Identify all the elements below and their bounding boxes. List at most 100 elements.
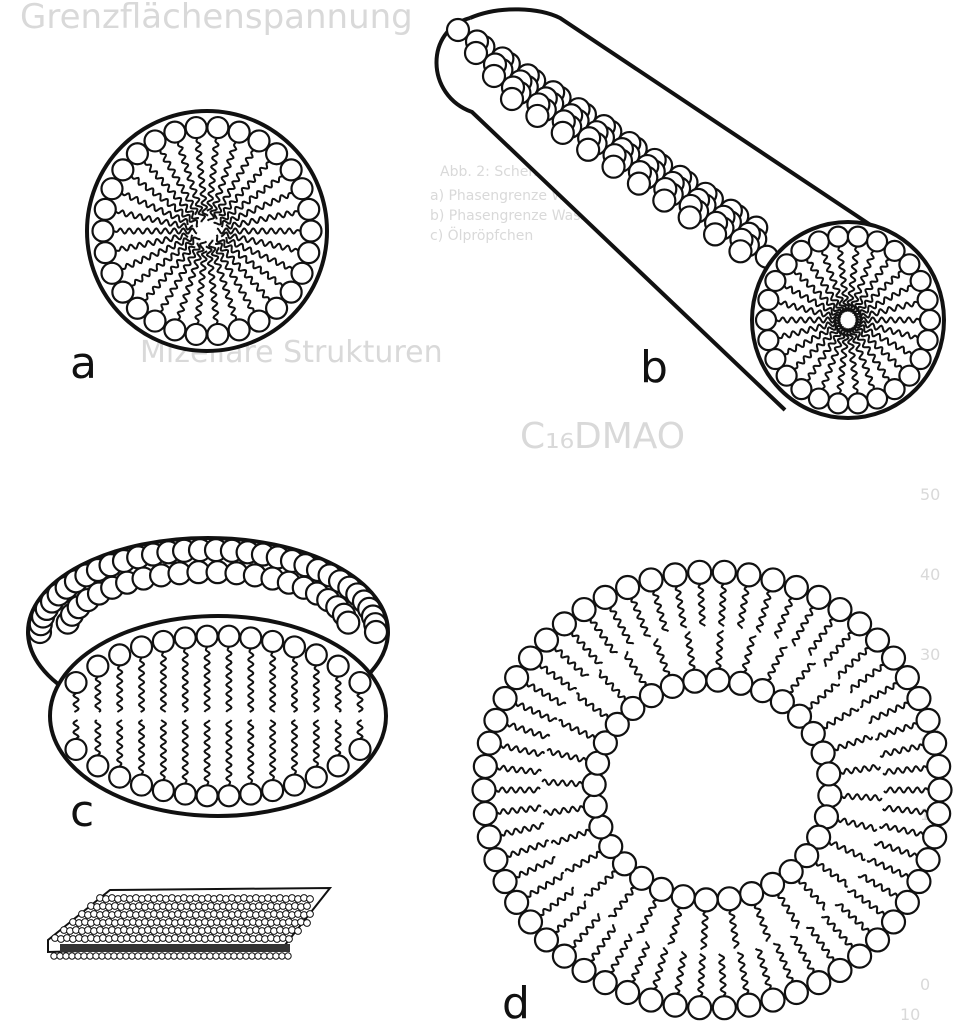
lamella-head	[135, 953, 141, 959]
vesicle-outer-surfactant-head	[616, 576, 639, 599]
lamella-head	[129, 953, 135, 959]
vesicle-outer-surfactant-head	[927, 755, 950, 778]
lamella-head	[307, 911, 314, 918]
vesicle-outer-surfactant-head	[664, 563, 687, 586]
vesicle-outer-surfactant-head	[929, 779, 952, 802]
vesicle-outer-surfactant-head	[807, 586, 830, 609]
lamella-head	[279, 953, 285, 959]
vesicle-inner-surfactant-head	[761, 873, 784, 896]
vesicle-inner-surfactant-head	[695, 888, 718, 911]
rod-surface-head	[628, 173, 650, 195]
disc-micelle-diagram	[28, 538, 388, 816]
rod-cap-surfactant-head	[911, 271, 931, 291]
bleed-tick-40: 40	[920, 565, 940, 584]
vesicle-outer-surfactant-head	[866, 629, 889, 652]
disc-surfactant-head	[328, 755, 349, 776]
lamella-head	[153, 953, 159, 959]
surfactant-head	[229, 319, 250, 340]
vesicle-outer-surfactant-head	[737, 994, 760, 1017]
disc-surfactant-head	[284, 775, 305, 796]
lamella-head	[165, 953, 171, 959]
disc-surfactant-head	[240, 627, 261, 648]
rod-surface-head	[653, 190, 675, 212]
vesicle-inner-surfactant-head	[718, 887, 741, 910]
vesicle-outer-surfactant-head	[519, 647, 542, 670]
vesicle-outer-surfactant-head	[923, 732, 946, 755]
lamella-head	[159, 953, 165, 959]
vesicle-outer-surfactant-head	[473, 779, 496, 802]
vesicle-outer-surfactant-head	[917, 709, 940, 732]
rod-cap-surfactant-head	[758, 330, 778, 350]
rod-cap-surfactant-head	[828, 393, 848, 413]
vesicle-outer-surfactant-head	[494, 687, 517, 710]
lamella-head	[123, 953, 129, 959]
surfactant-head	[292, 263, 313, 284]
vesicle-inner-surfactant-head	[640, 684, 663, 707]
rod-surface-head	[603, 156, 625, 178]
vesicle-outer-surfactant-head	[688, 561, 711, 584]
vesicle-outer-surfactant-head	[761, 568, 784, 591]
lamella-head	[171, 953, 177, 959]
surfactant-head	[101, 178, 122, 199]
bleed-tick-0: 0	[920, 975, 930, 994]
vesicle-outer-surfactant-head	[664, 994, 687, 1017]
disc-surfactant-head	[66, 739, 87, 760]
vesicle-outer-surfactant-head	[828, 598, 851, 621]
vesicle-inner-surfactant-head	[683, 670, 706, 693]
vesicle-outer-surfactant-head	[484, 848, 507, 871]
vesicle-inner-surfactant-head	[672, 885, 695, 908]
surfactant-head	[145, 130, 166, 151]
lamella-head	[57, 953, 63, 959]
lamella-head	[105, 953, 111, 959]
vesicle-outer-surfactant-head	[848, 612, 871, 635]
disc-surfactant-head	[262, 631, 283, 652]
lamella-head	[267, 953, 273, 959]
disc-surfactant-head	[153, 631, 174, 652]
vesicle-outer-surfactant-head	[923, 825, 946, 848]
surfactant-head	[229, 122, 250, 143]
lamella-head	[285, 953, 291, 959]
lamella-head	[189, 953, 195, 959]
panel-label-b: b	[640, 342, 668, 393]
vesicle-inner-surfactant-head	[661, 675, 684, 698]
rod-cap-surfactant-head	[828, 227, 848, 247]
rod-cap-surfactant-head	[756, 310, 776, 330]
vesicle-outer-surfactant-head	[478, 732, 501, 755]
rod-surface-head	[679, 206, 701, 228]
surfactant-head	[207, 324, 228, 345]
lamella-head	[81, 953, 87, 959]
vesicle-outer-surfactant-head	[505, 891, 528, 914]
disc-surfactant-head	[262, 780, 283, 801]
vesicle-outer-surfactant-head	[573, 598, 596, 621]
disc-surfactant-head	[175, 627, 196, 648]
vesicle-inner-surfactant-head	[589, 815, 612, 838]
lamella-head	[87, 953, 93, 959]
vesicle-outer-surfactant-head	[640, 989, 663, 1012]
lamella-head	[213, 953, 219, 959]
surfactant-head	[112, 282, 133, 303]
surfactant-head	[249, 311, 270, 332]
lamella-head	[286, 936, 293, 943]
panel-label-a: a	[70, 338, 97, 389]
vesicle-outer-surfactant-head	[896, 891, 919, 914]
lamellar-structure-diagram	[48, 888, 330, 959]
panel-label-c: c	[70, 786, 94, 837]
vesicle-outer-surfactant-head	[785, 981, 808, 1004]
vesicle-outer-surfactant-head	[594, 971, 617, 994]
disc-surfactant-head	[109, 767, 130, 788]
rod-cap-surfactant-head	[848, 393, 868, 413]
vesicle-outer-surfactant-head	[688, 996, 711, 1019]
vesicle-inner-surfactant-head	[583, 773, 606, 796]
disc-surfactant-head	[153, 780, 174, 801]
vesicle-outer-surfactant-head	[927, 802, 950, 825]
vesicle-outer-surfactant-head	[713, 996, 736, 1019]
spherical-micelle-diagram	[87, 111, 327, 351]
vesicle-outer-surfactant-head	[474, 802, 497, 825]
vesicle-inner-surfactant-head	[818, 784, 841, 807]
bleed-caption-c: c) Ölpröpfchen	[430, 226, 533, 244]
lamella-head	[141, 953, 147, 959]
disc-surfactant-head	[306, 644, 327, 665]
surfactant-head	[164, 319, 185, 340]
surfactant-head	[93, 221, 114, 242]
